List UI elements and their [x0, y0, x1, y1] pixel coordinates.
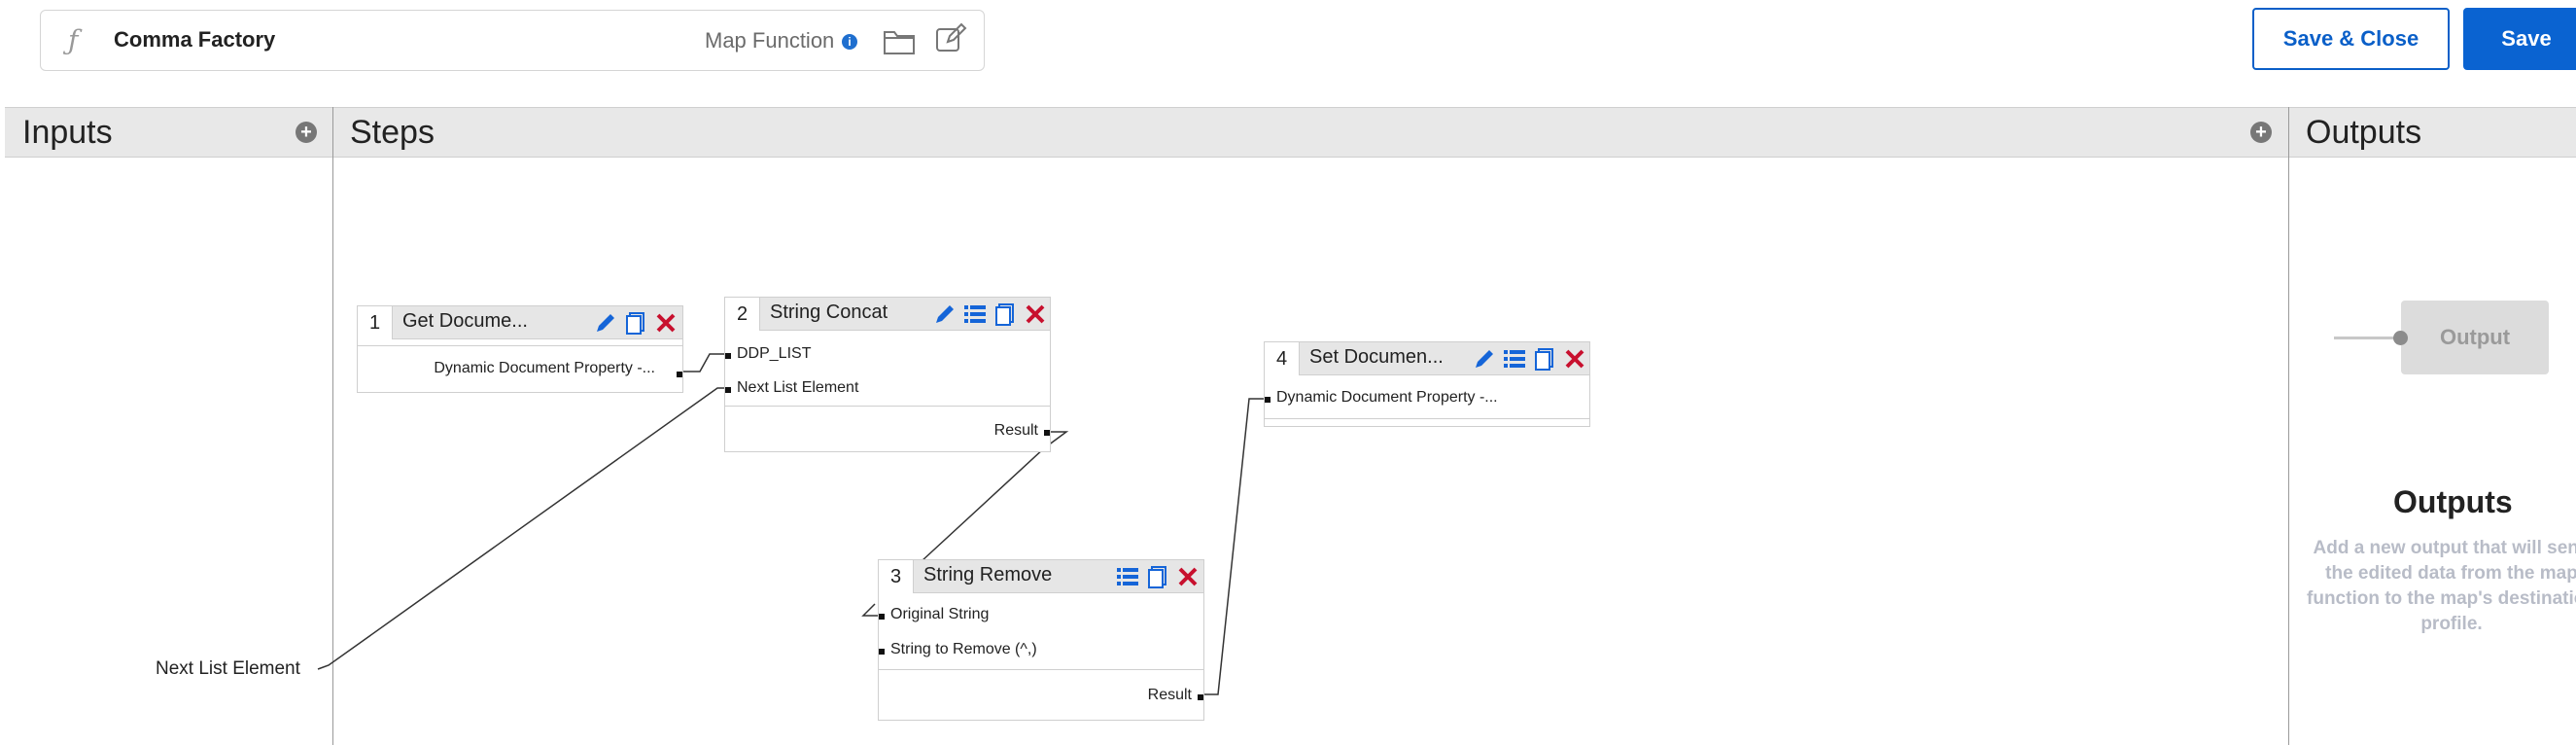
save-and-close-button[interactable]: Save & Close [2252, 8, 2450, 70]
step-number: 2 [725, 298, 760, 331]
step-2-header: 2 String Concat [725, 298, 1050, 331]
steps-column-header-right: + [1315, 107, 2288, 158]
output-connector-dot[interactable] [2393, 331, 2408, 345]
input-port[interactable] [725, 353, 731, 359]
function-title-bar: ƒ Comma Factory Map Function i [40, 10, 985, 71]
save-button[interactable]: Save [2463, 8, 2576, 70]
step-title: String Concat [770, 302, 888, 323]
wire-input-to-step2 [317, 387, 727, 670]
delete-icon[interactable] [1562, 346, 1587, 372]
add-input-icon[interactable]: + [296, 122, 317, 143]
step-number: 1 [358, 306, 393, 339]
list-icon[interactable] [962, 302, 988, 327]
input-port[interactable] [1265, 397, 1271, 403]
step-1-output-ddp[interactable]: Dynamic Document Property -... [434, 360, 655, 376]
step-separator [358, 345, 682, 346]
pencil-icon[interactable] [1472, 346, 1497, 372]
wire-step3-input-stub [861, 603, 878, 617]
steps-column-header: Steps [332, 107, 1315, 158]
add-step-icon[interactable]: + [2250, 122, 2272, 143]
input-port[interactable] [725, 387, 731, 393]
input-port[interactable] [879, 614, 885, 620]
output-placeholder-button[interactable]: Output [2401, 301, 2549, 374]
edit-icon[interactable] [934, 22, 967, 55]
copy-icon[interactable] [992, 302, 1018, 327]
step-3-input-string-to-remove[interactable]: String to Remove (^,) [890, 641, 1037, 657]
step-title: String Remove [923, 564, 1053, 585]
list-icon[interactable] [1115, 564, 1140, 589]
inputs-divider [332, 107, 333, 745]
step-title: Set Documen... [1309, 346, 1444, 368]
step-4-input-ddp[interactable]: Dynamic Document Property -... [1276, 389, 1498, 406]
outputs-heading: Outputs [2306, 114, 2422, 151]
input-port[interactable] [879, 649, 885, 655]
step-2-string-concat[interactable]: 2 String Concat DDP_LIST Next List Eleme… [724, 297, 1051, 452]
step-3-output-result[interactable]: Result [1147, 687, 1192, 703]
output-port[interactable] [1198, 694, 1203, 700]
step-separator [725, 406, 1050, 407]
wire-step1-to-step2 [682, 353, 727, 372]
list-icon[interactable] [1502, 346, 1527, 372]
function-name[interactable]: Comma Factory [114, 27, 276, 52]
outputs-divider [2288, 107, 2289, 745]
step-3-input-original-string[interactable]: Original String [890, 606, 990, 622]
outputs-empty-description: Add a new output that will send the edit… [2307, 538, 2576, 634]
wire-step3-to-step4 [1204, 398, 1270, 695]
info-icon[interactable]: i [842, 34, 857, 50]
delete-icon[interactable] [1023, 302, 1048, 327]
step-3-header: 3 String Remove [879, 560, 1203, 593]
step-2-input-next-list-element[interactable]: Next List Element [737, 379, 859, 396]
inputs-column-header: Inputs + [5, 107, 332, 158]
step-title: Get Docume... [402, 310, 528, 332]
pencil-icon[interactable] [593, 310, 618, 336]
function-type: Map Function [705, 28, 835, 53]
steps-heading: Steps [350, 114, 435, 151]
step-separator [879, 669, 1203, 670]
copy-icon[interactable] [623, 310, 648, 336]
input-next-list-element[interactable]: Next List Element [156, 658, 300, 679]
inputs-heading: Inputs [22, 114, 113, 151]
output-port[interactable] [677, 372, 682, 377]
step-separator [1265, 418, 1589, 419]
outputs-empty-title: Outputs [2393, 484, 2513, 519]
step-number: 3 [879, 560, 914, 593]
function-icon: ƒ [68, 24, 79, 56]
step-4-header: 4 Set Documen... [1265, 342, 1589, 375]
copy-icon[interactable] [1532, 346, 1557, 372]
wire-step2-to-step3 [921, 431, 1069, 562]
outputs-column-header: Outputs [2288, 107, 2576, 158]
step-number: 4 [1265, 342, 1300, 375]
step-3-string-remove[interactable]: 3 String Remove Original String String t… [878, 559, 1204, 721]
step-1-get-document-property[interactable]: 1 Get Docume... Dynamic Document Propert… [357, 305, 683, 393]
delete-icon[interactable] [653, 310, 679, 336]
pencil-icon[interactable] [932, 302, 957, 327]
step-4-set-document-property[interactable]: 4 Set Documen... Dynamic Document Proper… [1264, 341, 1590, 427]
step-1-header: 1 Get Docume... [358, 306, 682, 339]
step-2-output-result[interactable]: Result [993, 422, 1038, 439]
step-2-input-ddp-list[interactable]: DDP_LIST [737, 345, 812, 362]
copy-icon[interactable] [1145, 564, 1170, 589]
folder-icon[interactable] [883, 26, 916, 57]
output-connector-line [2334, 337, 2402, 339]
delete-icon[interactable] [1175, 564, 1201, 589]
output-port[interactable] [1044, 430, 1050, 436]
